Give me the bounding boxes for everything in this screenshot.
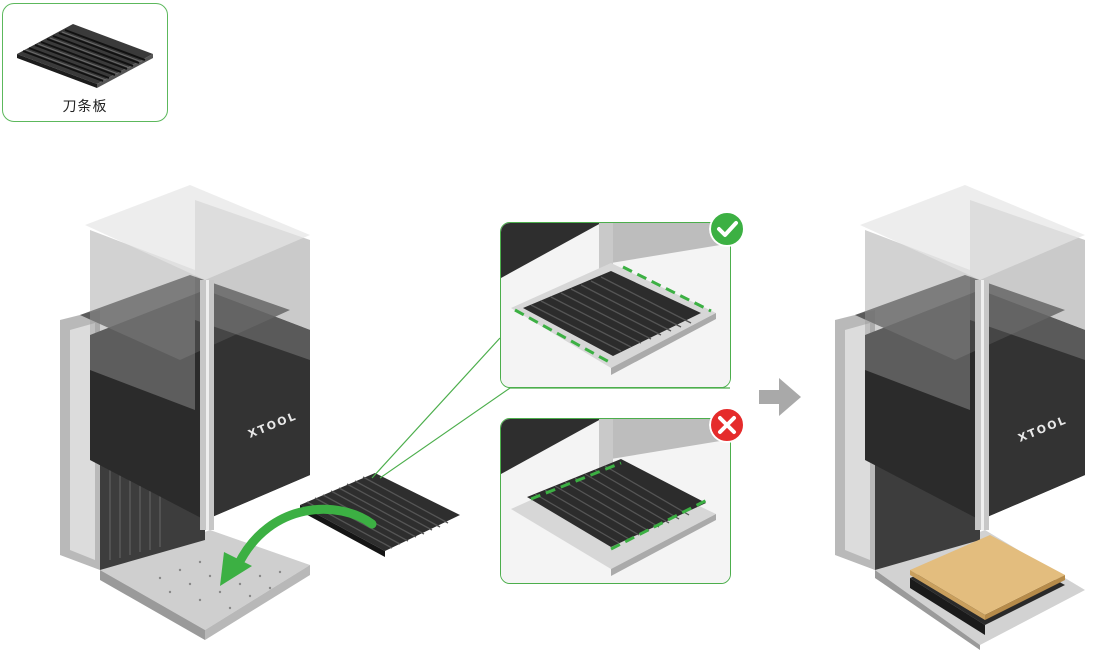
close-icon — [709, 407, 745, 443]
laser-machine-right: XTOOL — [835, 185, 1085, 650]
incorrect-placement-callout — [500, 418, 731, 584]
next-step-arrow — [759, 378, 801, 416]
correct-placement-callout — [500, 222, 731, 388]
part-label: 刀条板 — [62, 99, 108, 115]
slat-board-removed — [300, 473, 460, 557]
laser-machine-left: XTOOL — [60, 185, 310, 640]
check-icon — [709, 211, 745, 247]
insert-arrow — [220, 504, 377, 586]
blade-slats-icon — [17, 24, 153, 88]
part-card: 刀条板 — [2, 3, 168, 122]
